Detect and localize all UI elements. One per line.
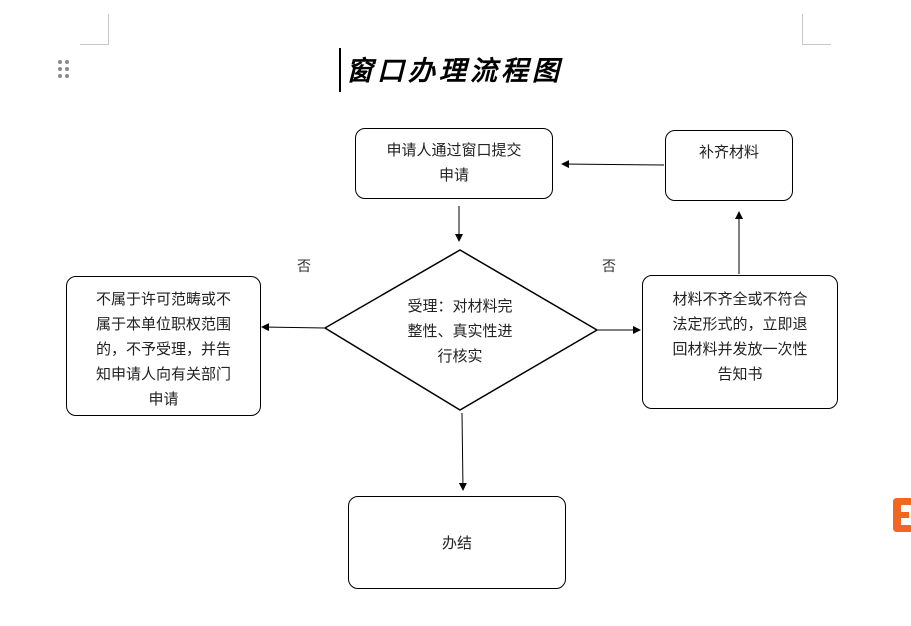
arrow-supplement-to-submit	[561, 160, 665, 169]
submit-line-1: 申请人通过窗口提交	[386, 141, 522, 159]
accept-diamond	[323, 249, 599, 411]
return-line-3: 回材料并发放一次性	[672, 340, 808, 358]
return-line-4: 告知书	[717, 365, 763, 383]
supplement-materials-box[interactable]: 补齐材料	[665, 130, 793, 201]
drag-handle-icon[interactable]	[58, 60, 72, 80]
reject-line-4: 知申请人向有关部门	[95, 365, 231, 383]
submit-line-2: 申请	[438, 166, 469, 184]
page-corner-top-right	[802, 14, 831, 45]
return-materials-box[interactable]: 材料不齐全或不符合 法定形式的，立即退 回材料并发放一次性 告知书	[642, 275, 838, 409]
return-line-1: 材料不齐全或不符合	[672, 290, 808, 308]
accept-verify-text: 受理：对材料完 整性、真实性进 行核实	[385, 294, 535, 369]
reject-line-1: 不属于许可范畴或不	[95, 290, 231, 308]
done-label: 办结	[441, 534, 472, 552]
arrow-accept-to-done	[458, 412, 467, 491]
completed-box[interactable]: 办结	[348, 496, 566, 589]
diagram-title[interactable]: 窗口办理流程图	[346, 56, 563, 87]
arrow-accept-to-reject	[261, 323, 326, 332]
page-corner-top-left	[80, 14, 109, 45]
accept-line-2: 整性、真实性进	[407, 322, 513, 340]
reject-line-2: 属于本单位职权范围	[95, 315, 231, 333]
accept-line-3: 行核实	[437, 347, 483, 365]
supplement-label: 补齐材料	[698, 143, 759, 161]
reject-line-5: 申请	[148, 390, 179, 408]
text-cursor	[339, 48, 341, 92]
right-no-label: 否	[602, 259, 616, 275]
accept-line-1: 受理：对材料完	[407, 297, 513, 315]
left-no-label: 否	[297, 259, 311, 275]
reject-line-3: 的，不予受理，并告	[95, 340, 231, 358]
brand-logo-icon[interactable]	[893, 496, 911, 534]
submit-application-box[interactable]: 申请人通过窗口提交 申请	[355, 128, 553, 199]
return-line-2: 法定形式的，立即退	[672, 315, 808, 333]
reject-not-accepted-box[interactable]: 不属于许可范畴或不 属于本单位职权范围 的，不予受理，并告 知申请人向有关部门 …	[66, 276, 261, 416]
